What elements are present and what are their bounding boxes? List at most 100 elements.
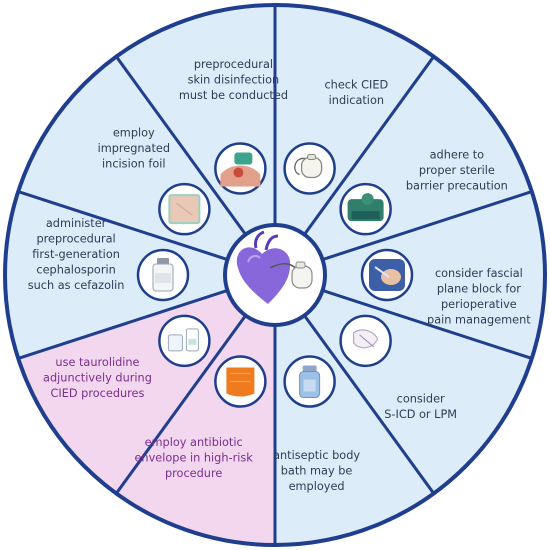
- icon-part: [230, 372, 251, 383]
- segment-label-line: bath may be: [281, 465, 353, 478]
- segment-label-line: impregnated: [98, 142, 170, 155]
- surgical-drape-icon: [339, 182, 392, 236]
- segment-divider: [17, 190, 228, 261]
- spokes: [17, 5, 533, 545]
- antibiotic-vial-icon: [136, 248, 190, 302]
- icon-part: [233, 167, 244, 178]
- segment-label-line: plane block for: [437, 283, 521, 296]
- pacemaker-device-icon: [283, 142, 336, 195]
- icon-part: [155, 273, 171, 283]
- icon-part: [302, 365, 317, 372]
- segment-label-line: barrier precaution: [406, 180, 508, 193]
- icon-part: [176, 202, 193, 216]
- segment-label-line: employ antibiotic: [145, 436, 243, 449]
- segment-label-line: pain management: [427, 314, 531, 327]
- segment-label-line: cephalosporin: [36, 264, 115, 277]
- segment-label: employ antibiotic envelope in high-risk pr…: [134, 436, 253, 480]
- skin-disinfection-icon: [214, 142, 267, 195]
- segment-label: consider fascial plane block for periopera…: [427, 267, 531, 327]
- icon-part: [300, 156, 323, 179]
- segment-label: check CIED indication: [324, 79, 388, 108]
- segments: [5, 5, 545, 545]
- segment-label-line: envelope in high-risk: [134, 452, 253, 465]
- segment-label: adhere to proper sterile barrier precautio…: [406, 149, 508, 193]
- outer-rim: [3, 3, 547, 547]
- pacemaker-generator: [291, 265, 313, 289]
- incision-foil-icon: [158, 182, 211, 236]
- segment-divider: [303, 314, 435, 495]
- icon-part: [374, 266, 390, 278]
- segment-7: [18, 275, 275, 494]
- segment-4: [275, 275, 532, 494]
- segment-label-line: use taurolidine: [55, 356, 139, 369]
- icon-part: [359, 334, 374, 348]
- segment-label-line: employ: [113, 126, 155, 139]
- segment-label-line: consider: [397, 392, 445, 405]
- segment-divider: [322, 190, 533, 261]
- segment-label-line: employed: [289, 480, 345, 493]
- segment-label-line: perioperative: [441, 298, 517, 311]
- segment-label-line: consider fascial: [435, 267, 523, 280]
- segment-label-line: such as cefazolin: [28, 279, 125, 292]
- segment-label: employ impregnated incision foil: [98, 126, 170, 170]
- antiseptic-bottle-icon: [283, 355, 336, 408]
- icon-part: [351, 211, 380, 220]
- heart-with-pacemaker-icon: [236, 230, 313, 304]
- icon-part: [361, 193, 374, 206]
- segment-label: administer preprocedural first-generation c…: [28, 217, 125, 292]
- segment-divider: [17, 289, 228, 360]
- segment-label: antiseptic body bath may be employed: [273, 449, 360, 493]
- icon-part: [167, 334, 183, 352]
- segment-2: [275, 56, 532, 275]
- icon-part: [303, 379, 316, 392]
- segment-label-line: incision foil: [102, 157, 166, 170]
- segment-label-line: first-generation: [32, 248, 120, 261]
- segment-label-line: preprocedural: [36, 233, 115, 246]
- segment-10: [116, 5, 276, 275]
- segment-divider: [115, 55, 247, 236]
- icon-part: [294, 157, 306, 176]
- segment-label-line: proper sterile: [419, 164, 495, 177]
- icon-part: [157, 258, 169, 264]
- segment-divider: [322, 289, 533, 360]
- heart-vessel: [254, 230, 279, 251]
- icon-part: [188, 338, 197, 345]
- segment-label-line: antiseptic body: [273, 449, 360, 462]
- segment-label-line: must be conducted: [179, 89, 288, 102]
- center-hub: [223, 223, 327, 327]
- segment-label-line: skin disinfection: [188, 73, 280, 86]
- segment-6: [116, 275, 276, 545]
- segment-label-line: check CIED: [324, 79, 388, 92]
- segment-label-line: indication: [329, 94, 384, 107]
- segment-label-line: procedure: [165, 467, 222, 480]
- segment-label-line: adjunctively during: [43, 372, 152, 385]
- icon-part: [381, 269, 401, 285]
- labels: check CIED indication adhere to proper ster…: [28, 58, 532, 493]
- segment-label-line: adhere to: [430, 149, 485, 162]
- antibiotic-envelope-icon: [214, 355, 267, 408]
- nerve-block-injection-icon: [360, 248, 414, 302]
- segment-label-line: CIED procedures: [51, 387, 145, 400]
- icon-part: [307, 153, 317, 160]
- icon-ring: [158, 314, 211, 368]
- icon-part: [234, 152, 253, 165]
- icon-part: [353, 329, 379, 349]
- pacemaker-header: [295, 261, 306, 269]
- segment-label-line: administer: [46, 217, 107, 230]
- segment-9: [18, 56, 275, 275]
- icons: [136, 142, 414, 408]
- heart-shape: [236, 247, 291, 304]
- segment-5: [275, 275, 434, 545]
- segment-label-line: preprocedural: [194, 58, 273, 71]
- segment-label: preprocedural skin disinfection must be co…: [179, 58, 288, 102]
- segment-divider: [115, 314, 247, 495]
- taurolidine-solution-icon: [158, 314, 211, 368]
- subcutaneous-icd-icon: [339, 314, 392, 368]
- segment-divider: [303, 55, 435, 236]
- segment-1: [275, 5, 434, 275]
- heart-highlight: [247, 254, 261, 263]
- segment-label-line: S-ICD or LPM: [384, 408, 457, 421]
